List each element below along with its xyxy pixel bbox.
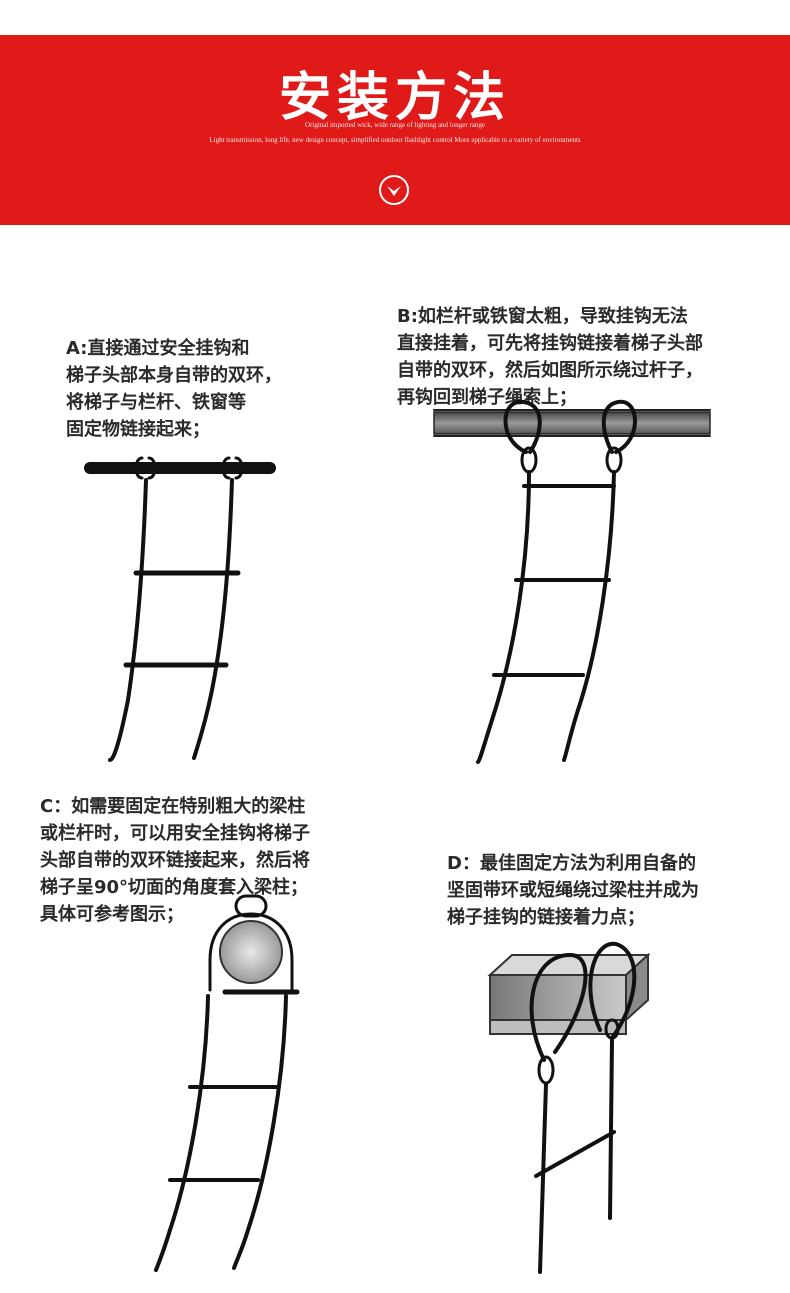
instruction-c: C：如需要固定在特别粗大的梁柱 或栏杆时，可以用安全挂钩将梯子 头部自带的双环链…: [40, 796, 310, 925]
page-title: 安装方法: [278, 68, 511, 128]
chevron-down-circle-icon: [379, 175, 409, 205]
instruction-d: D：最佳固定方法为利用自备的 坚固带环或短绳绕过梁柱并成为 梯子挂钩的链接着力点…: [447, 853, 699, 928]
figure-a-ladder: [84, 456, 276, 762]
instruction-a: A:直接通过安全挂钩和 梯子头部本身自带的双环， 将梯子与栏杆、铁窗等 固定物链…: [66, 338, 282, 440]
header-banner: 安装方法 Original imported wick, wide range …: [0, 35, 790, 225]
banner-subtitle-2: Light transmission, long life, new desig…: [209, 136, 581, 144]
figure-b-ladder: [433, 399, 711, 764]
figure-c-ladder: [154, 894, 300, 1272]
instruction-b: B:如栏杆或铁窗太粗，导致挂钩无法 直接挂着，可先将挂钩链接着梯子头部 自带的双…: [397, 306, 703, 408]
banner-subtitle-1: Original imported wick, wide range of li…: [304, 121, 485, 129]
figure-d-ladder: [487, 941, 651, 1274]
